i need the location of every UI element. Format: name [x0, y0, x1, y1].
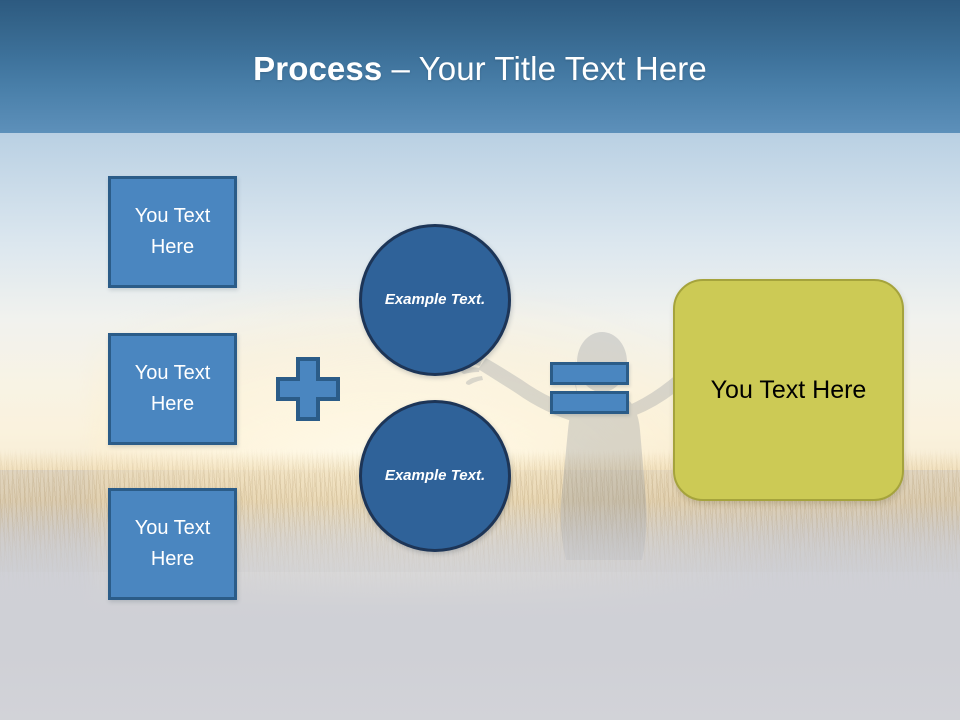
page-title: Process – Your Title Text Here — [0, 49, 960, 89]
page-title-bold: Process — [253, 50, 383, 87]
input-box-1-label: You Text Here — [134, 205, 211, 258]
example-circle-2-label: Example Text. — [384, 467, 486, 484]
input-box-3-label: You Text Here — [134, 517, 211, 570]
plus-icon[interactable] — [275, 357, 341, 421]
result-box[interactable]: You Text Here — [673, 279, 904, 501]
input-box-2[interactable]: You Text Here — [108, 333, 237, 445]
example-circle-1[interactable]: Example Text. — [359, 224, 511, 376]
page-title-rest: – Your Title Text Here — [382, 50, 707, 87]
equals-bar-top — [550, 362, 629, 385]
input-box-3[interactable]: You Text Here — [108, 488, 237, 600]
example-circle-1-label: Example Text. — [384, 291, 486, 308]
input-box-1[interactable]: You Text Here — [108, 176, 237, 288]
equals-bar-bottom — [550, 391, 629, 414]
equals-icon[interactable] — [550, 362, 629, 414]
result-box-label: You Text Here — [710, 376, 867, 404]
title-band — [0, 0, 960, 133]
example-circle-2[interactable]: Example Text. — [359, 400, 511, 552]
input-box-2-label: You Text Here — [134, 362, 211, 415]
